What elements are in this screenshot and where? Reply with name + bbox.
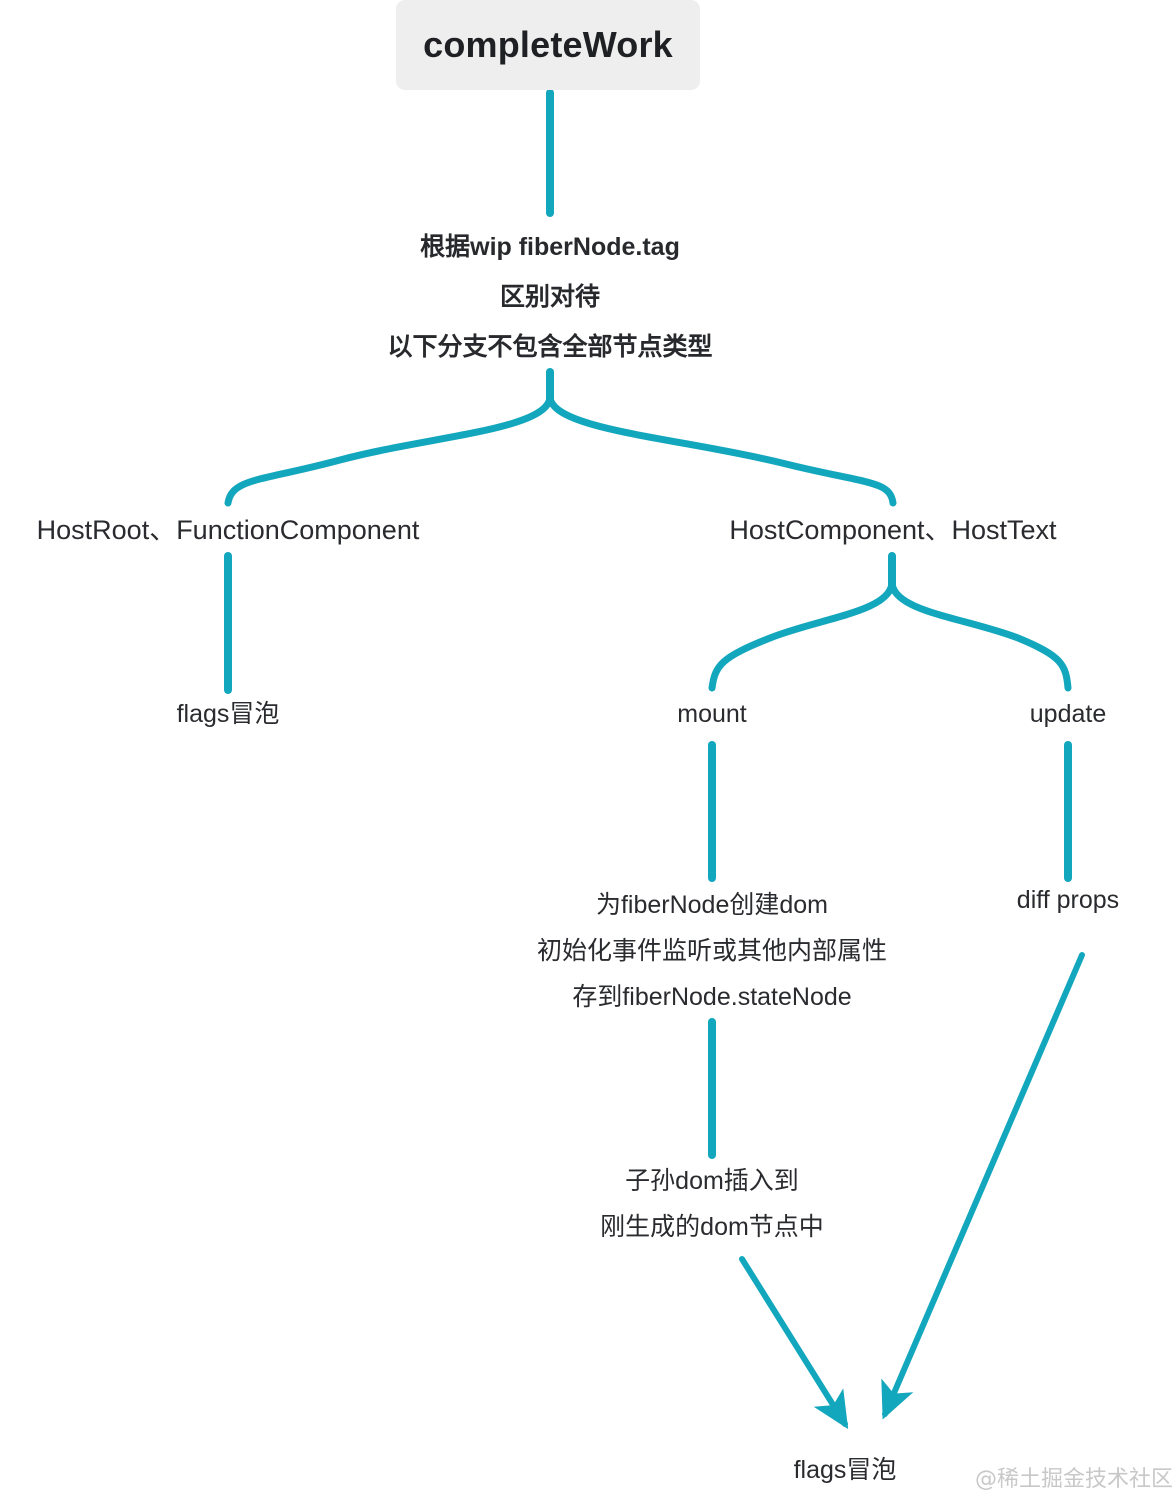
edge-fork-right [546, 393, 897, 507]
node-label-mount: mount [677, 700, 747, 728]
edge-fork2-mount [708, 579, 896, 692]
root-description-line-2: 区别对待 [499, 283, 600, 311]
branch-label-hostroot-functioncomponent: HostRoot、FunctionComponent [36, 515, 420, 545]
node-label-update: update [1029, 700, 1107, 728]
edge-fork-left [224, 393, 554, 507]
leaf-label-flags-bubble-terminal: flags冒泡 [793, 1456, 897, 1484]
edge-insert-to-flags-arrow [739, 1256, 849, 1430]
edge-fork2-update [888, 579, 1072, 692]
insert-detail-line-1: 子孙dom插入到 [625, 1167, 799, 1195]
root-description: 根据wip fiberNode.tag 区别对待 以下分支不包含全部节点类型 [300, 222, 800, 372]
mount-detail-line-1: 为fiberNode创建dom [595, 891, 829, 919]
insert-detail-line-2: 刚生成的dom节点中 [600, 1213, 824, 1241]
watermark-text: @稀土掘金技术社区 [975, 1467, 1172, 1492]
insert-detail-block: 子孙dom插入到 刚生成的dom节点中 [552, 1158, 872, 1250]
branch-label-hostcomponent-hosttext: HostComponent、HostText [729, 515, 1057, 545]
root-node-completework: completeWork [396, 0, 700, 90]
mount-detail-line-2: 初始化事件监听或其他内部属性 [536, 937, 887, 965]
node-label-diff-props: diff props [1016, 886, 1120, 914]
mount-detail-line-3: 存到fiberNode.stateNode [572, 983, 852, 1011]
edge-diffprops-to-flags-arrow [881, 952, 1085, 1420]
root-node-label: completeWork [423, 24, 673, 65]
root-description-line-1: 根据wip fiberNode.tag [420, 233, 680, 261]
root-description-line-3: 以下分支不包含全部节点类型 [387, 333, 713, 361]
mount-detail-block: 为fiberNode创建dom 初始化事件监听或其他内部属性 存到fiberNo… [462, 882, 962, 1020]
leaf-label-flags-bubble-left: flags冒泡 [176, 700, 280, 728]
